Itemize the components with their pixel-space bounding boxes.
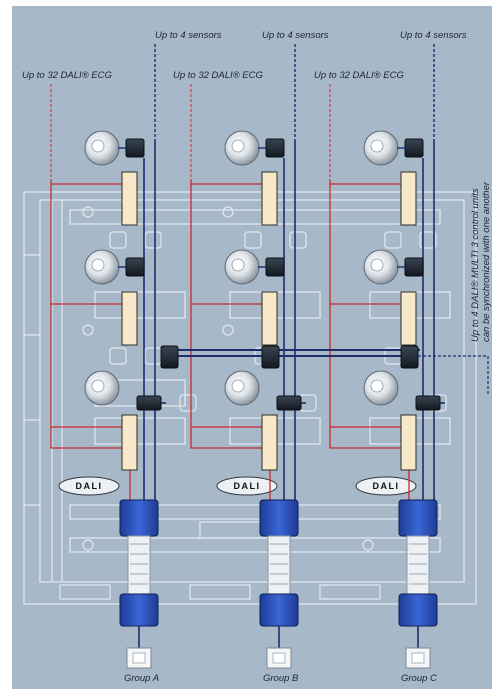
group-label-a: Group A	[124, 673, 159, 684]
ecg-label-a: Up to 32 DALI® ECG	[22, 70, 112, 81]
dali-logos: DALI DALI DALI	[58, 476, 417, 496]
ecg-bus-c	[329, 180, 410, 500]
dali-logo-text-b: DALI	[234, 481, 261, 491]
luminaire-lens-c	[370, 258, 384, 272]
ecg-panel-b	[261, 414, 278, 471]
control-unit-body-c	[406, 535, 430, 595]
sensor-lower-b	[276, 395, 302, 411]
ecg-panel-a	[121, 171, 138, 226]
ecg-panel-b	[261, 291, 278, 346]
ecg-panel-c	[400, 291, 417, 346]
control-unit-top-a	[119, 499, 159, 537]
push-button-face-a	[132, 652, 146, 664]
control-unit-bottom-b	[259, 593, 299, 627]
dali-logo-b: DALI	[216, 476, 278, 496]
sync-module-a	[160, 345, 179, 369]
dali-logo-shape-a	[58, 476, 120, 496]
group-label-c: Group C	[401, 673, 437, 684]
ecg-panel-a	[121, 291, 138, 346]
sync-link	[160, 345, 489, 394]
push-button-face-b	[272, 652, 286, 664]
sensor-lower-a	[136, 395, 162, 411]
sync-label: Up to 4 DALI® MULTI 3 control units can …	[470, 181, 492, 342]
dali-logo-text-c: DALI	[373, 481, 400, 491]
dali-logo-shape-c	[355, 476, 417, 496]
control-unit-bottom-a	[119, 593, 159, 627]
ecg-label-c: Up to 32 DALI® ECG	[314, 70, 404, 81]
control-unit-top-b	[259, 499, 299, 537]
sensor-b	[265, 257, 285, 277]
control-unit-top-c	[398, 499, 438, 537]
sync-module-c	[400, 345, 419, 369]
ecg-bus-a	[50, 180, 131, 500]
system-columns	[50, 44, 445, 669]
sensor-lower-c	[415, 395, 441, 411]
ecg-panel-b	[261, 171, 278, 226]
dali-logo-text-a: DALI	[76, 481, 103, 491]
group-label-b: Group B	[263, 673, 299, 684]
luminaire-lens-b	[231, 258, 245, 272]
control-unit-body-b	[267, 535, 291, 595]
luminaire-lens-a	[91, 258, 105, 272]
ecg-bus-b	[190, 180, 271, 500]
column-a	[50, 44, 166, 669]
sync-label-line1: Up to 4 DALI® MULTI 3 control units	[470, 188, 481, 342]
dali-logo-a: DALI	[58, 476, 120, 496]
ecg-panel-c	[400, 171, 417, 226]
sensor-label-a: Up to 4 sensors	[155, 30, 222, 41]
control-unit-bottom-c	[398, 593, 438, 627]
ecg-panel-c	[400, 414, 417, 471]
sync-module-b	[261, 345, 280, 369]
sensor-a	[125, 257, 145, 277]
luminaire-lens-a	[91, 139, 105, 153]
dali-logo-c: DALI	[355, 476, 417, 496]
ecg-label-b: Up to 32 DALI® ECG	[173, 70, 263, 81]
ecg-panel-a	[121, 414, 138, 471]
luminaire-lens-c	[370, 379, 384, 393]
sensor-label-b: Up to 4 sensors	[262, 30, 329, 41]
dali-logo-shape-b	[216, 476, 278, 496]
sync-label-line2: can be synchronized with one another	[481, 181, 492, 342]
sensor-c	[404, 257, 424, 277]
luminaire-lens-b	[231, 139, 245, 153]
sensor-label-c: Up to 4 sensors	[400, 30, 467, 41]
push-button-face-c	[411, 652, 425, 664]
luminaire-lens-b	[231, 379, 245, 393]
sensor-b	[265, 138, 285, 158]
column-b	[190, 44, 306, 669]
sensor-a	[125, 138, 145, 158]
luminaire-lens-c	[370, 139, 384, 153]
sensor-c	[404, 138, 424, 158]
column-c	[329, 44, 445, 669]
luminaire-lens-a	[91, 379, 105, 393]
control-unit-body-a	[127, 535, 151, 595]
